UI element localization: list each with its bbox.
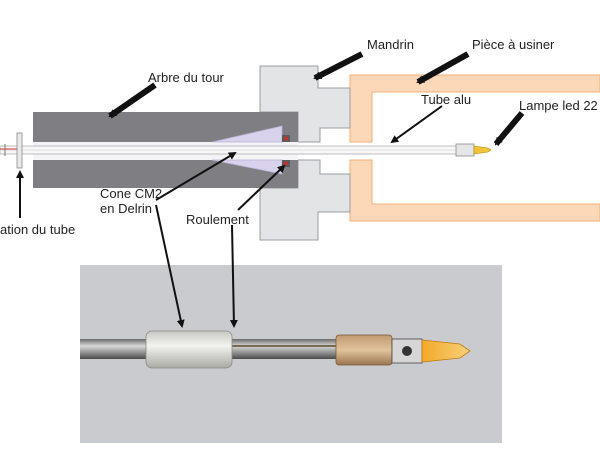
cone-upper	[211, 125, 283, 143]
led-holder	[455, 143, 475, 157]
photo-of-assembled-tube	[80, 265, 502, 443]
arrow-piece	[416, 51, 470, 85]
label-lampe-led: Lampe led 22	[519, 98, 598, 113]
arrow-roulement-drawing	[237, 164, 286, 211]
rotation-disc	[16, 132, 23, 169]
label-roulement: Roulement	[186, 212, 249, 227]
workpiece-upper	[349, 74, 600, 143]
workpiece-lower	[349, 159, 600, 222]
bearing-ball-upper	[284, 136, 288, 141]
label-tube-alu: Tube alu	[421, 92, 472, 107]
label-mandrin: Mandrin	[367, 37, 414, 52]
bearing-ball-lower	[284, 161, 288, 166]
arrow-roulement	[229, 224, 238, 328]
arrow-tube	[390, 105, 443, 144]
label-cone-line2: en Delrin	[100, 201, 153, 216]
arrow-lampe	[493, 111, 525, 146]
label-arbre-du-tour: Arbre du tour	[148, 70, 224, 85]
arrow-cone	[155, 204, 185, 328]
led-tip-icon	[473, 145, 492, 155]
label-piece-a-usiner: Pièce à usiner	[472, 37, 555, 52]
arrow-arbre	[108, 82, 157, 119]
arrow-mandrin	[313, 51, 364, 81]
label-rotation-du-tube: ation du tube	[0, 222, 76, 237]
arrow-cone-drawing	[155, 151, 237, 201]
label-cone-line1: Cone CM2	[100, 186, 163, 201]
